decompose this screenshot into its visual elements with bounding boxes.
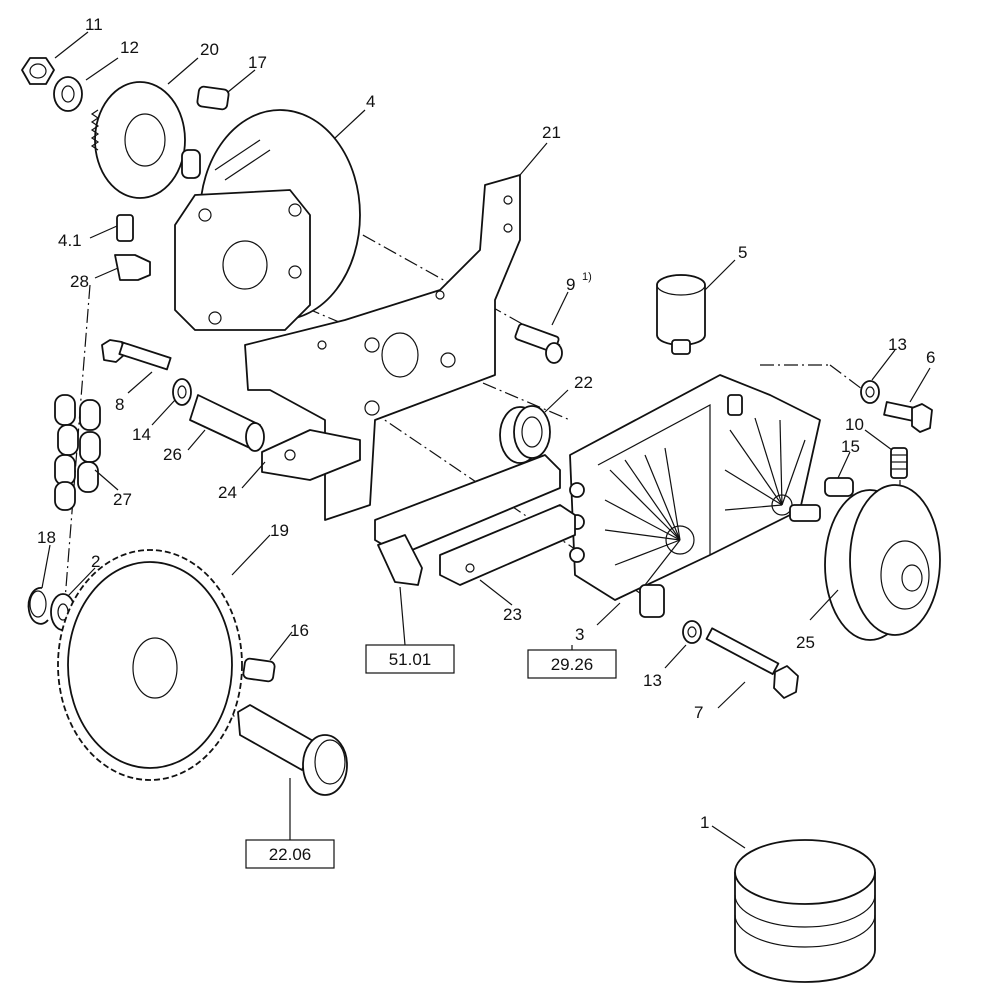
callout-5: 5 <box>738 243 747 262</box>
callout-4-1: 4.1 <box>58 231 82 250</box>
callout-4: 4 <box>366 92 375 111</box>
guide-bars-part-23 <box>374 454 576 586</box>
drive-sprocket-part-20 <box>90 81 186 199</box>
callout-3: 3 <box>575 625 584 644</box>
bolt-part-6 <box>883 401 933 433</box>
key-part-16 <box>242 657 276 683</box>
callout-28: 28 <box>70 272 89 291</box>
set-screw-part-10 <box>890 447 908 479</box>
callout-20: 20 <box>200 40 219 59</box>
leader-lines <box>41 31 931 849</box>
washer-part-13-upper <box>860 380 880 404</box>
breather-cap-part-5 <box>656 274 706 355</box>
bolt-part-8 <box>101 339 172 371</box>
washer-part-12 <box>53 76 83 112</box>
clamp-plate-part-24 <box>261 429 361 481</box>
callout-22: 22 <box>574 373 593 392</box>
callout-11: 11 <box>85 15 103 34</box>
bolt-part-7 <box>705 627 799 699</box>
callout-23: 23 <box>503 605 522 624</box>
callout-25: 25 <box>796 633 815 652</box>
callout-24: 24 <box>218 483 237 502</box>
reference-box-22-06: 22.06 <box>245 839 335 869</box>
reference-box-29-26: 29.26 <box>527 649 617 679</box>
callout-2: 2 <box>91 552 100 571</box>
washer-part-14 <box>172 378 192 406</box>
callout-1: 1 <box>700 813 709 832</box>
callout-10: 10 <box>845 415 864 434</box>
roller-chain-part-27 <box>54 394 101 511</box>
gearbox-part-3 <box>569 374 821 618</box>
hydraulic-motor-part-4 <box>174 109 361 331</box>
callout-13-upper: 13 <box>888 335 907 354</box>
callout-15: 15 <box>841 437 860 456</box>
reference-22-06-text: 22.06 <box>269 845 312 864</box>
spacer-tube-part-26 <box>189 394 265 452</box>
callout-8: 8 <box>115 395 124 414</box>
key-part-17 <box>196 85 230 111</box>
key-part-15 <box>824 477 854 497</box>
pulley-part-25 <box>824 484 941 641</box>
circlip-part-18 <box>27 587 49 625</box>
grease-container-part-1 <box>734 839 876 983</box>
callout-21: 21 <box>542 123 561 142</box>
mounting-bracket-part-21 <box>244 174 521 521</box>
callout-9-footnote: 1) <box>582 271 592 283</box>
callout-17: 17 <box>248 53 267 72</box>
callout-13-lower: 13 <box>643 671 662 690</box>
callout-26: 26 <box>163 445 182 464</box>
callout-14: 14 <box>132 425 151 444</box>
reference-29-26-text: 29.26 <box>551 655 594 674</box>
elbow-fitting-part-28 <box>114 254 151 281</box>
callout-7: 7 <box>694 703 703 722</box>
callout-labels: 11 12 20 17 4 4.1 28 21 9 1) 5 13 6 10 1… <box>37 15 935 832</box>
socket-screw-part-9 <box>514 323 563 364</box>
callout-18: 18 <box>37 528 56 547</box>
callout-12: 12 <box>120 38 139 57</box>
callout-16: 16 <box>290 621 309 640</box>
reference-51-01-text: 51.01 <box>389 650 432 669</box>
callout-19: 19 <box>270 521 289 540</box>
cooling-fins <box>604 417 806 586</box>
large-sprocket-part-19 <box>57 549 243 781</box>
callout-9: 9 <box>566 275 575 294</box>
fitting-part-4-1 <box>116 214 134 242</box>
callout-27: 27 <box>113 490 132 509</box>
seal-part-22 <box>499 405 551 464</box>
reference-box-51-01: 51.01 <box>365 644 455 674</box>
splined-shaft <box>237 704 348 796</box>
hex-nut-part-11 <box>21 57 55 85</box>
washer-part-13-lower <box>682 620 702 644</box>
callout-6: 6 <box>926 348 935 367</box>
